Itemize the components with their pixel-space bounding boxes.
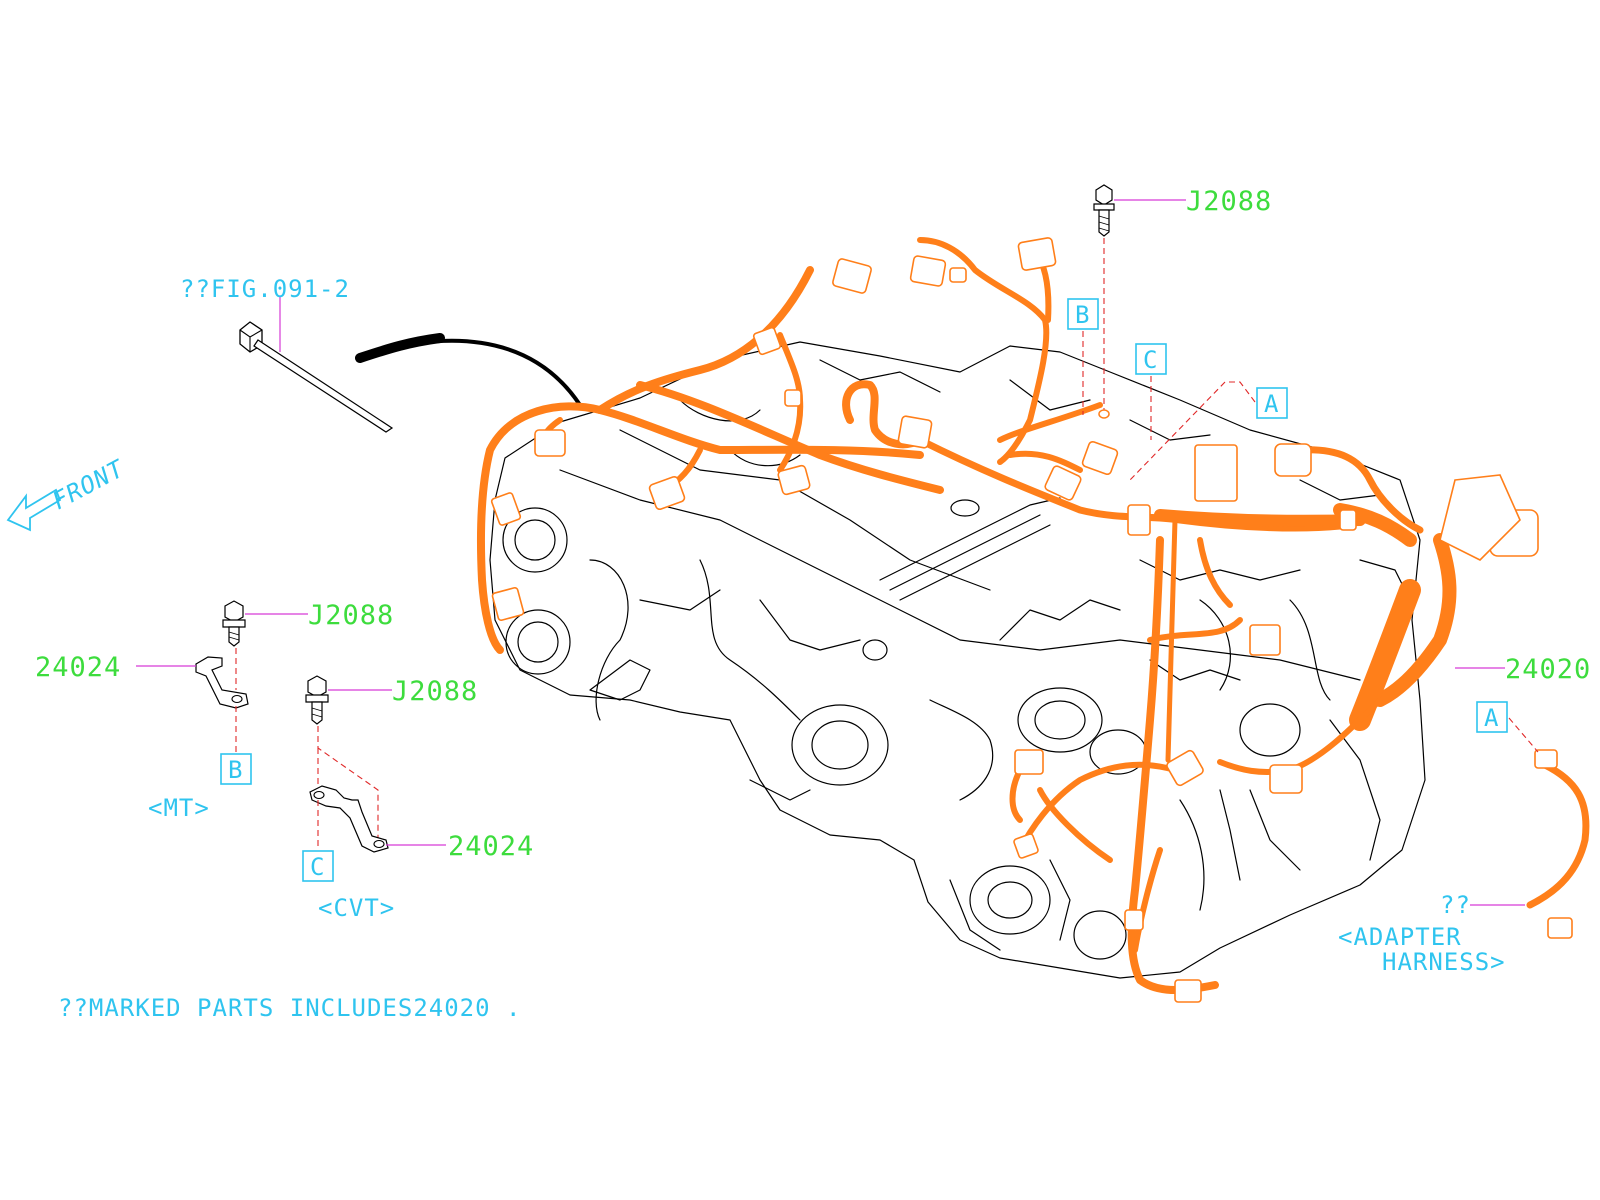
part-24024-cvt-label: 24024 [448,831,534,862]
cvt-label: <CVT> [318,894,395,922]
footnote: ??MARKED PARTS INCLUDES24020 . [58,994,521,1022]
fig-ref-label: ??FIG.091-2 [180,275,350,303]
dash-cvt-bolt [317,726,379,842]
ref-a-engine: A [1256,387,1288,419]
ref-c-cvt-label: C [310,853,325,881]
bolt-j2088-mt [222,600,246,647]
ref-c-cvt: C [302,850,334,882]
mt-label: <MT> [148,794,210,822]
adapter-line1-label: <ADAPTER [1338,923,1462,951]
bolt-j2088-cvt [305,675,329,725]
ref-a-adapter: A [1476,701,1508,733]
ref-b-mt: B [220,753,252,785]
bracket-24024-mt [195,656,249,709]
ref-b-engine: B [1067,298,1099,330]
part-24024-mt-label: 24024 [35,652,121,683]
bolt-j2088-top [1093,184,1115,237]
part-j2088-mt-label: J2088 [308,600,394,631]
cable-tie [239,321,394,433]
dash-a-adapter [1508,717,1539,753]
bracket-24024-cvt [309,785,389,853]
harness-connectors [490,237,1573,1003]
part-j2088-cvt-label: J2088 [392,676,478,707]
part-j2088-top-label: J2088 [1186,186,1272,217]
ref-c-engine: C [1135,343,1167,375]
black-hose-thick [355,333,445,363]
dash-a-engine [1129,381,1256,481]
front-arrow: FRONT [6,454,130,532]
ref-b-engine-label: B [1075,301,1090,329]
engine-wire-harness [476,237,1590,994]
ref-c-engine-label: C [1143,346,1158,374]
front-label: FRONT [48,454,130,515]
ref-b-mt-label: B [228,756,243,784]
adapter-mark-label: ?? [1440,891,1471,919]
adapter-line2-label: HARNESS> [1382,948,1506,976]
ref-a-engine-label: A [1264,390,1279,418]
part-24020-label: 24020 [1505,654,1591,685]
bolt-hole-top [1098,409,1110,419]
ref-a-adapter-label: A [1484,704,1499,732]
engine-block-outline [489,341,1426,979]
